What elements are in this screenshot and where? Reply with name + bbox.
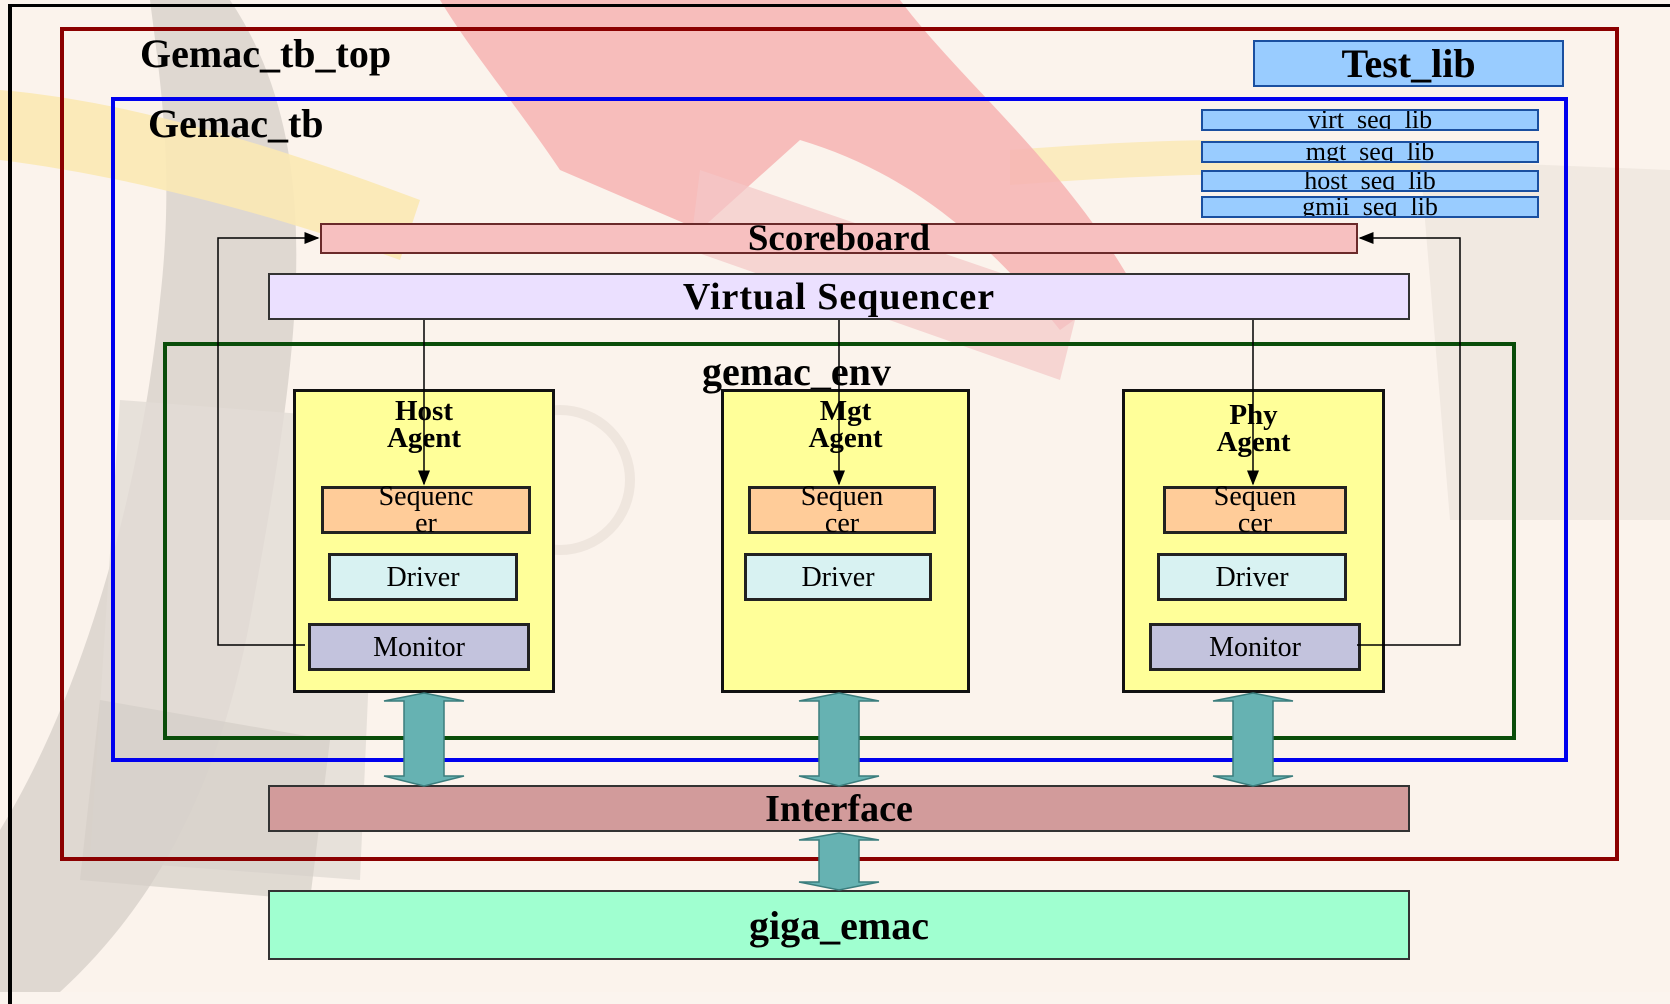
host-seq-lib-box: host_seq_lib <box>1201 170 1539 192</box>
mgt-sequencer-label-line2: cer <box>824 508 860 539</box>
mgt-agent-title: Mgt Agent <box>724 395 967 454</box>
host-sequencer-label-line2: er <box>415 508 437 539</box>
interface-label: Interface <box>765 787 913 830</box>
giga-emac-label: giga_emac <box>749 902 929 948</box>
virt-seq-lib-label: virt_seq_lib <box>1307 109 1433 131</box>
virt-seq-lib-box: virt_seq_lib <box>1201 109 1539 131</box>
gmii-seq-lib-label: gmii_seq_lib <box>1302 196 1438 218</box>
host-monitor: Monitor <box>308 623 530 671</box>
host-sequencer-label-line1: Sequenc <box>378 481 474 512</box>
mgt-agent: Mgt Agent Sequen cer Driver <box>721 389 970 693</box>
phy-agent-title-line1: Phy <box>1229 399 1278 431</box>
test-lib-box: Test_lib <box>1253 40 1564 87</box>
phy-monitor-label: Monitor <box>1209 631 1301 663</box>
interface-box: Interface <box>268 785 1410 832</box>
gmii-seq-lib-box: gmii_seq_lib <box>1201 196 1539 218</box>
phy-driver: Driver <box>1157 553 1347 601</box>
mgt-agent-title-line1: Mgt <box>819 395 872 427</box>
phy-agent: Phy Agent Sequen cer Driver Monitor <box>1122 389 1385 693</box>
mgt-seq-lib-box: mgt_seq_lib <box>1201 141 1539 163</box>
host-monitor-label: Monitor <box>373 631 465 663</box>
test-lib-label: Test_lib <box>1341 41 1476 86</box>
scoreboard-box: Scoreboard <box>320 218 1358 259</box>
mgt-seq-lib-label: mgt_seq_lib <box>1305 141 1435 163</box>
mgt-sequencer-label-line1: Sequen <box>800 481 884 512</box>
gemac-env-label: gemac_env <box>702 349 891 394</box>
mgt-driver: Driver <box>744 553 932 601</box>
mgt-driver-label: Driver <box>801 561 875 593</box>
gemac-tb-label: Gemac_tb <box>148 101 324 146</box>
phy-driver-label: Driver <box>1215 561 1289 593</box>
host-agent-title: Host Agent <box>296 395 552 454</box>
phy-monitor: Monitor <box>1149 623 1361 671</box>
host-driver: Driver <box>328 553 518 601</box>
host-agent-title-line2: Agent <box>386 422 462 454</box>
host-seq-lib-label: host_seq_lib <box>1304 170 1436 192</box>
gemac-tb-top-label: Gemac_tb_top <box>140 31 392 76</box>
phy-agent-title-line2: Agent <box>1216 426 1291 458</box>
host-driver-label: Driver <box>386 561 460 593</box>
phy-agent-title: Phy Agent <box>1125 399 1382 458</box>
phy-sequencer-label-line1: Sequen <box>1213 481 1297 512</box>
mgt-sequencer: Sequen cer <box>748 481 936 539</box>
virtual-sequencer-box: Virtual Sequencer <box>268 273 1410 320</box>
host-agent: Host Agent Sequenc er Driver Monitor <box>293 389 555 693</box>
host-sequencer: Sequenc er <box>321 481 531 539</box>
mgt-agent-title-line2: Agent <box>808 422 883 454</box>
host-agent-title-line1: Host <box>395 395 453 427</box>
phy-sequencer-label-line2: cer <box>1237 508 1273 539</box>
outer-frame <box>8 4 1670 1004</box>
scoreboard-label: Scoreboard <box>747 218 931 259</box>
virtual-sequencer-label: Virtual Sequencer <box>682 275 996 318</box>
giga-emac-box: giga_emac <box>268 890 1410 960</box>
phy-sequencer: Sequen cer <box>1163 481 1347 539</box>
